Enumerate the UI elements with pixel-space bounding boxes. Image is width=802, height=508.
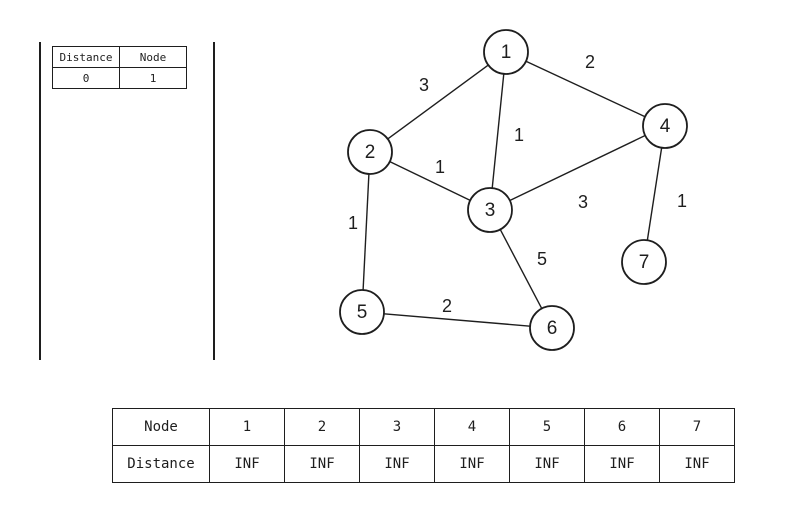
distance-cell: INF xyxy=(509,445,585,483)
queue-cell-node: 1 xyxy=(119,67,187,89)
node-label: 5 xyxy=(357,302,368,323)
distance-table-node-row: Node 1 2 3 4 5 6 7 xyxy=(112,408,735,446)
graph-node-5: 5 xyxy=(339,289,385,335)
node-circle xyxy=(621,239,667,285)
edge-weight-label: 3 xyxy=(419,75,429,95)
distance-cell: INF xyxy=(659,445,735,483)
node-cell: 2 xyxy=(284,408,360,446)
node-cell: 3 xyxy=(359,408,435,446)
queue-cell-distance: 0 xyxy=(52,67,120,89)
node-cell: 1 xyxy=(209,408,285,446)
graph-node-4: 4 xyxy=(642,103,688,149)
queue-left-wall xyxy=(39,42,41,360)
distance-cell: INF xyxy=(209,445,285,483)
edge-weight-label: 1 xyxy=(348,213,358,233)
node-label: 3 xyxy=(485,200,496,221)
edge-weight-label: 1 xyxy=(677,191,687,211)
node-label: 4 xyxy=(660,116,671,137)
queue-right-wall xyxy=(213,42,215,360)
edge-weight-label: 5 xyxy=(537,249,547,269)
queue-row: 0 1 xyxy=(52,67,187,89)
edge-2-5 xyxy=(362,173,370,291)
edge-2-3 xyxy=(389,160,471,202)
graph-diagram: 3 1 2 1 1 3 5 1 2 1 2 3 4 5 6 7 xyxy=(339,29,688,351)
edge-weight-label: 1 xyxy=(435,157,445,177)
edge-weight-label: 3 xyxy=(578,192,588,212)
node-circle xyxy=(529,305,575,351)
graph-node-1: 1 xyxy=(483,29,529,75)
graph-node-7: 7 xyxy=(621,239,667,285)
edge-1-3 xyxy=(491,73,505,189)
node-cell: 5 xyxy=(509,408,585,446)
edge-1-4 xyxy=(525,60,646,118)
queue-header-row: Distance Node xyxy=(52,46,187,68)
node-cell: 6 xyxy=(584,408,660,446)
distance-cell: INF xyxy=(359,445,435,483)
edge-3-4 xyxy=(509,134,646,202)
node-circle xyxy=(483,29,529,75)
node-circle xyxy=(347,129,393,175)
node-circle xyxy=(339,289,385,335)
node-circle xyxy=(467,187,513,233)
graph-node-3: 3 xyxy=(467,187,513,233)
graph-node-2: 2 xyxy=(347,129,393,175)
edge-3-6 xyxy=(499,229,543,309)
edge-4-7 xyxy=(646,147,663,241)
edge-1-2 xyxy=(387,64,489,140)
node-cell: 4 xyxy=(434,408,510,446)
distance-table: Node 1 2 3 4 5 6 7 Distance INF INF INF … xyxy=(112,408,735,483)
edge-weight-label: 1 xyxy=(514,125,524,145)
distance-cell: INF xyxy=(434,445,510,483)
edge-weight-label: 2 xyxy=(585,52,595,72)
edge-5-6 xyxy=(383,313,531,327)
edge-weight-label: 2 xyxy=(442,296,452,316)
distance-cell: INF xyxy=(584,445,660,483)
priority-queue-table: Distance Node 0 1 xyxy=(52,46,187,89)
node-circle xyxy=(642,103,688,149)
node-label: 7 xyxy=(639,252,650,273)
distance-cell: INF xyxy=(284,445,360,483)
node-label: 2 xyxy=(365,142,376,163)
distance-table-distance-row: Distance INF INF INF INF INF INF INF xyxy=(112,445,735,483)
node-label: 1 xyxy=(501,42,512,63)
queue-header-distance: Distance xyxy=(52,46,120,68)
node-label: 6 xyxy=(547,318,558,339)
row-label-node: Node xyxy=(112,408,210,446)
row-label-distance: Distance xyxy=(112,445,210,483)
graph-node-6: 6 xyxy=(529,305,575,351)
node-cell: 7 xyxy=(659,408,735,446)
